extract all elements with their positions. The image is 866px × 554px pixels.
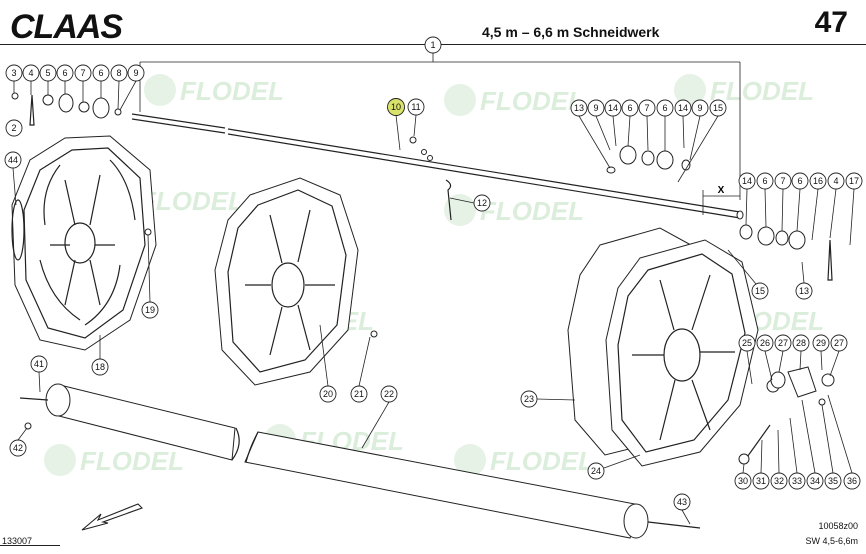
callout-36: 36 [847,476,857,486]
callout-19: 19 [145,305,155,315]
claas-logo: CLAAS [10,8,124,44]
callout-6: 6 [62,68,67,78]
middle-spider-wheel [214,177,359,386]
callout-15b: 15 [755,286,765,296]
callout-41: 41 [34,359,44,369]
callout-13b: 13 [799,286,809,296]
callout-26: 26 [760,338,770,348]
callout-16: 16 [813,176,823,186]
callout-33: 33 [792,476,802,486]
hexagonal-shaft [131,113,744,220]
roller-drum [19,383,701,539]
callout-4: 4 [28,68,33,78]
callout-25: 25 [742,338,752,348]
right-spider-wheel-front [605,239,759,467]
callout-34: 34 [810,476,820,486]
callout-7c: 7 [780,176,785,186]
callout-29: 29 [816,338,826,348]
callout-4b: 4 [833,176,838,186]
watermark-text: FLODEL [480,86,584,116]
left-spider-wheel [11,135,157,351]
watermark-text: FLODEL [80,446,184,476]
callout-6d: 6 [662,103,667,113]
callout-22: 22 [384,389,394,399]
callout-21: 21 [354,389,364,399]
callout-14c: 14 [742,176,752,186]
callout-6c: 6 [627,103,632,113]
callout-11: 11 [411,102,420,112]
direction-arrow [81,503,144,531]
hardware-small-parts [11,92,835,465]
callout-9c: 9 [697,103,702,113]
callout-28: 28 [796,338,806,348]
watermark-text: FLODEL [180,76,284,106]
callout-6e: 6 [762,176,767,186]
footer-rule [0,545,60,546]
watermark-text: FLODEL [480,196,584,226]
page-number: 47 [814,6,848,39]
callout-12: 12 [477,198,487,208]
callout-44: 44 [8,155,18,165]
callout-7b: 7 [644,103,649,113]
callout-3: 3 [11,68,16,78]
callout-5: 5 [45,68,50,78]
callout-20: 20 [323,389,333,399]
page-title: 4,5 m – 6,6 m Schneidwerk [482,24,660,40]
callout-10: 10 [391,102,401,112]
callout-43: 43 [677,497,687,507]
callout-42: 42 [13,443,23,453]
callout-30: 30 [738,476,748,486]
callout-18: 18 [95,362,105,372]
callout-6f: 6 [797,176,802,186]
callout-7: 7 [80,68,85,78]
callout-27b: 27 [834,338,844,348]
callout-9: 9 [133,68,138,78]
callout-8: 8 [116,68,121,78]
drawing-number-left: 133007 [2,536,33,546]
brand-text: CLAAS [10,8,123,44]
callout-31: 31 [756,476,766,486]
callout-layer: 1 3 4 5 6 7 6 8 9 2 10 11 12 13 9 14 6 7 [4,36,863,525]
watermark-text: FLODEL [710,76,814,106]
callout-13: 13 [574,103,584,113]
callout-6b: 6 [98,68,103,78]
dimension-x-label: X [718,185,725,196]
callout-14: 14 [608,103,618,113]
callout-27: 27 [778,338,788,348]
callout-32: 32 [774,476,784,486]
callout-14b: 14 [678,103,688,113]
callout-1: 1 [430,40,435,50]
callout-23: 23 [524,394,534,404]
callout-9b: 9 [593,103,598,113]
callout-24: 24 [591,466,601,476]
drawing-number-right: 10058z00 [818,521,858,531]
drawing-subtitle: SW 4,5-6,6m [805,536,858,546]
callout-2: 2 [11,123,16,133]
callout-15: 15 [713,103,723,113]
watermark-text: FLODEL [490,446,594,476]
callout-17: 17 [849,176,859,186]
watermark-text: FLODEL [140,186,244,216]
callout-35: 35 [828,476,838,486]
